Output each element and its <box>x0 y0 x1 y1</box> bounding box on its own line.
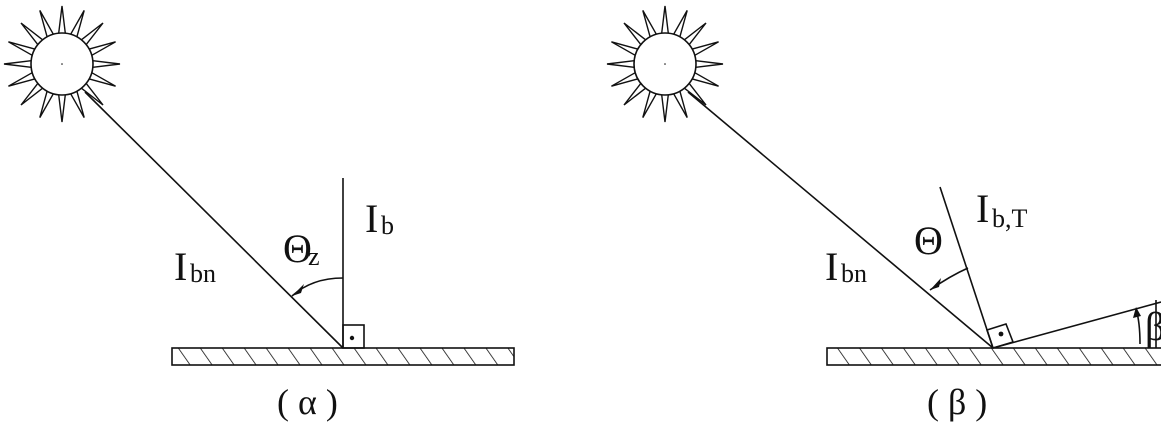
sun-icon <box>606 5 724 123</box>
panel-b: I bn I b,T Θ β ( β ) <box>606 5 1161 422</box>
normal-sub: b,T <box>992 204 1028 233</box>
vertical-sub: b <box>381 211 394 240</box>
beam-sub: bn <box>841 259 867 288</box>
beam-ray <box>84 91 344 349</box>
beam-label: I <box>174 244 187 289</box>
normal-label: I <box>976 186 989 231</box>
tilt-arrowhead <box>1133 307 1141 318</box>
angle-label: Θ <box>914 218 943 263</box>
arc-arrowhead <box>292 284 304 296</box>
angle-label: Θ <box>283 226 312 271</box>
caption-b: ( β ) <box>927 382 987 422</box>
tilted-surface <box>992 301 1161 349</box>
caption-a: ( α ) <box>277 382 338 422</box>
beam-sub: bn <box>190 259 216 288</box>
panel-a: I bn I b Θ z ( α ) <box>3 5 515 422</box>
angle-sub: z <box>308 242 320 271</box>
beam-ray <box>687 91 994 349</box>
hatched-ground <box>171 347 515 366</box>
tilt-label: β <box>1145 304 1161 349</box>
hatched-ground <box>826 347 1161 366</box>
beam-label: I <box>825 244 838 289</box>
normal-ray <box>939 186 994 349</box>
right-angle-marker <box>985 323 1015 349</box>
vertical-label: I <box>365 196 378 241</box>
sun-icon <box>3 5 121 123</box>
right-angle-marker <box>342 324 365 349</box>
arc-arrowhead <box>930 278 941 290</box>
